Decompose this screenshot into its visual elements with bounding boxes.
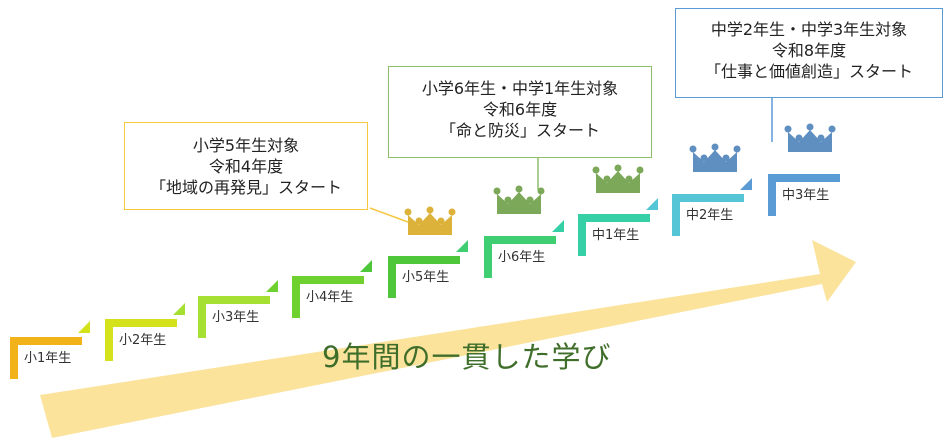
step-4 <box>292 260 372 318</box>
callout-grade5-line2: 令和4年度 <box>208 157 284 176</box>
step-bracket <box>672 194 744 236</box>
step-bracket <box>105 319 177 361</box>
crown-icon <box>592 164 644 193</box>
step-7 <box>578 198 658 256</box>
callout-jh-line3: 「仕事と価値創造」スタート <box>704 62 913 81</box>
crown-icon <box>404 206 456 235</box>
step-corner-triangle <box>552 220 564 232</box>
crowns-layer <box>404 123 836 235</box>
step-bracket <box>768 174 840 216</box>
callout-jh2-jh3: 中学2年生・中学3年生対象 令和8年度 「仕事と価値創造」スタート <box>675 8 943 98</box>
callout-grade5-line1: 小学5年生対象 <box>192 136 300 155</box>
step-corner-triangle <box>360 260 372 272</box>
callout-grade6-line2: 令和6年度 <box>482 100 558 119</box>
step-bracket <box>292 276 364 318</box>
callout-jh-line1: 中学2年生・中学3年生対象 <box>710 20 908 39</box>
step-label-3: 小3年生 <box>212 310 260 325</box>
steps-layer <box>10 174 840 379</box>
step-5 <box>388 240 468 298</box>
step-corner-triangle <box>646 198 658 210</box>
progress-arrow <box>40 240 856 438</box>
step-label-5: 小5年生 <box>402 270 450 285</box>
step-1 <box>10 321 90 379</box>
crown-icon <box>493 185 545 214</box>
callout-grade6-line3: 「命と防災」スタート <box>439 121 600 140</box>
step-corner-triangle <box>740 178 752 190</box>
callout-grade6-jh1: 小学6年生・中学1年生対象 令和6年度 「命と防災」スタート <box>388 66 652 158</box>
crown-icon <box>784 123 836 152</box>
arrow-label: 9年間の一貫した学び <box>322 340 612 374</box>
callout-connector-1 <box>369 207 409 223</box>
step-label-1: 小1年生 <box>24 351 72 366</box>
step-2 <box>105 303 185 361</box>
step-bracket <box>10 337 82 379</box>
step-corner-triangle <box>78 321 90 333</box>
step-label-2: 小2年生 <box>119 333 167 348</box>
callout-grade5-line3: 「地域の再発見」スタート <box>149 178 342 197</box>
step-9 <box>768 174 840 216</box>
step-label-7: 中1年生 <box>592 228 640 243</box>
step-label-9: 中3年生 <box>782 188 830 203</box>
step-3 <box>198 280 278 338</box>
callout-connectors <box>369 98 773 223</box>
step-corner-triangle <box>173 303 185 315</box>
step-corner-triangle <box>456 240 468 252</box>
crown-icon <box>689 143 741 172</box>
step-bracket <box>578 214 650 256</box>
step-bracket <box>198 296 270 338</box>
callout-grade6-line1: 小学6年生・中学1年生対象 <box>421 79 619 98</box>
callout-jh-line2: 令和8年度 <box>771 41 847 60</box>
callout-grade5: 小学5年生対象 令和4年度 「地域の再発見」スタート <box>124 122 368 210</box>
step-bracket <box>388 256 460 298</box>
step-bracket <box>484 236 556 278</box>
step-8 <box>672 178 752 236</box>
step-6 <box>484 220 564 278</box>
step-label-4: 小4年生 <box>306 290 354 305</box>
step-corner-triangle <box>266 280 278 292</box>
step-label-8: 中2年生 <box>686 208 734 223</box>
step-label-6: 小6年生 <box>498 250 546 265</box>
